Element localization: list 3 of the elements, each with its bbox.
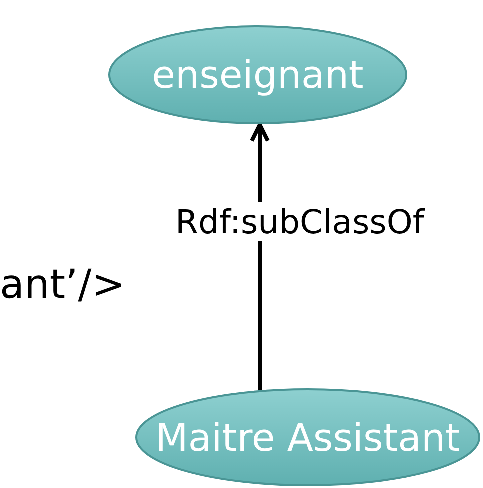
code-fragment: ant’/> — [0, 262, 126, 308]
node-label: Maitre Assistant — [155, 414, 461, 462]
node-label: enseignant — [151, 52, 365, 99]
